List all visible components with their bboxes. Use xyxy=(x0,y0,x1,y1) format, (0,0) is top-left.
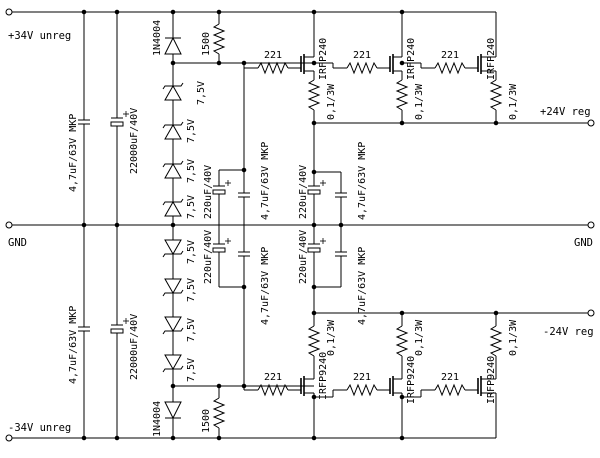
label-cap-film-mid-upper: 4,7uF/63V MKP xyxy=(260,142,271,220)
out-electrolytic-capacitor-lower: 220uF/40V xyxy=(298,225,326,287)
bias-resistor-upper: 1500 xyxy=(201,9,226,63)
label-zener-upper-1: 7,5V xyxy=(196,81,207,105)
bias-resistor-lower: 1500 xyxy=(201,386,226,441)
neg-stage-3: 0,1/3W 221 IRFP9240 xyxy=(399,310,519,438)
neg-stage-2: 0,1/3W 221 IRFP9240 xyxy=(311,310,425,441)
label-gnd-left: GND xyxy=(8,237,27,249)
label-cap-film-out-lower: 4,7uF/63V MKP xyxy=(357,247,368,325)
label-zener-lower-1: 7,5V xyxy=(186,240,197,264)
label-cap-elec-in-upper: 22000uF/40V xyxy=(129,108,140,174)
pos-stage-3: 221 IRFP240 0,1/3W xyxy=(399,12,519,126)
label-gnd-right: GND xyxy=(574,237,593,249)
label-source-resistor-6: 0,1/3W xyxy=(508,319,519,356)
zener-diode-lower-1: 7,5V xyxy=(162,239,197,264)
mid-electrolytic-capacitor-upper: 220uF/40V xyxy=(203,165,231,225)
label-neg-in: -34V unreg xyxy=(8,422,71,434)
label-cap-film-in-lower: 4,7uF/63V MKP xyxy=(68,306,79,384)
label-gate-resistor-5: 221 xyxy=(353,372,371,383)
zener-diode-upper-2: 7,5V xyxy=(162,119,197,143)
label-gate-resistor-6: 221 xyxy=(441,372,459,383)
terminal-gnd-left xyxy=(5,221,13,229)
label-pos-mosfet-3: IRFP240 xyxy=(486,38,497,80)
label-diode-lower: 1N4004 xyxy=(152,401,163,437)
label-bias-resistor-upper: 1500 xyxy=(201,32,212,56)
label-zener-lower-4: 7,5V xyxy=(186,358,197,382)
zener-diode-lower-2: 7,5V xyxy=(162,278,197,302)
label-pos-out: +24V reg xyxy=(540,106,591,118)
input-electrolytic-capacitor-upper: 22000uF/40V xyxy=(110,9,140,228)
label-bias-resistor-lower: 1500 xyxy=(201,409,212,433)
label-zener-lower-3: 7,5V xyxy=(186,318,197,342)
neg-stage-1: 0,1/3W 221 IRFP9240 xyxy=(243,313,337,441)
label-cap-elec-in-lower: 22000uF/40V xyxy=(129,314,140,380)
label-zener-lower-2: 7,5V xyxy=(186,278,197,302)
label-neg-mosfet-3: IRFP9240 xyxy=(486,356,497,404)
mid-electrolytic-capacitor-lower: 220uF/40V xyxy=(203,225,231,287)
zener-diode-lower-3: 7,5V xyxy=(162,316,197,342)
zener-diode-upper-1: 7,5V xyxy=(162,81,207,105)
mid-film-capacitor-lower: 4,7uF/63V MKP xyxy=(238,225,271,325)
terminal-neg-out xyxy=(587,309,595,317)
label-pos-mosfet-1: IRFP240 xyxy=(318,38,329,80)
label-zener-upper-3: 7,5V xyxy=(186,159,197,183)
label-source-resistor-5: 0,1/3W xyxy=(414,319,425,356)
label-cap-film-in-upper: 4,7uF/63V MKP xyxy=(68,114,79,192)
zener-diode-upper-4: 7,5V xyxy=(162,195,197,219)
out-electrolytic-capacitor-upper: 220uF/40V xyxy=(298,165,326,225)
label-neg-mosfet-2: IRFP9240 xyxy=(406,356,417,404)
label-neg-mosfet-1: IRFP9240 xyxy=(318,352,329,400)
zener-diode-upper-3: 7,5V xyxy=(162,159,197,183)
terminal-pos-in xyxy=(5,8,13,16)
label-cap-film-mid-lower: 4,7uF/63V MKP xyxy=(260,247,271,325)
out-film-capacitor-upper: 4,7uF/63V MKP xyxy=(335,142,368,225)
diode-lower: 1N4004 xyxy=(152,386,182,441)
label-pos-mosfet-2: IRFP240 xyxy=(406,38,417,80)
input-electrolytic-capacitor-lower: 22000uF/40V xyxy=(110,225,140,441)
label-cap-film-out-upper: 4,7uF/63V MKP xyxy=(357,142,368,220)
input-film-capacitor-lower: 4,7uF/63V MKP xyxy=(68,225,90,441)
terminal-neg-in xyxy=(5,434,13,442)
diode-upper: 1N4004 xyxy=(152,9,182,63)
label-gate-resistor-4: 221 xyxy=(264,372,282,383)
label-source-resistor-4: 0,1/3W xyxy=(326,319,337,356)
label-neg-out: -24V reg xyxy=(543,326,594,338)
terminal-gnd-right xyxy=(587,221,595,229)
label-gate-resistor-2: 221 xyxy=(353,50,371,61)
out-film-capacitor-lower: 4,7uF/63V MKP xyxy=(335,225,368,325)
label-cap-elec-mid-upper: 220uF/40V xyxy=(203,165,214,219)
pos-stage-1: 221 IRFP240 0,1/3W xyxy=(243,9,337,123)
zener-diode-lower-4: 7,5V xyxy=(162,354,197,382)
pos-stage-2: 221 IRFP240 0,1/3W xyxy=(311,9,425,126)
label-zener-upper-4: 7,5V xyxy=(186,195,197,219)
label-source-resistor-2: 0,1/3W xyxy=(414,83,425,120)
terminal-pos-out xyxy=(587,119,595,127)
label-cap-elec-out-lower: 220uF/40V xyxy=(298,230,309,284)
input-film-capacitor-upper: 4,7uF/63V MKP xyxy=(68,9,90,228)
label-gate-resistor-1: 221 xyxy=(264,50,282,61)
label-gate-resistor-3: 221 xyxy=(441,50,459,61)
label-zener-upper-2: 7,5V xyxy=(186,119,197,143)
label-cap-elec-out-upper: 220uF/40V xyxy=(298,165,309,219)
mid-film-capacitor-upper: 4,7uF/63V MKP xyxy=(238,142,271,225)
label-pos-in: +34V unreg xyxy=(8,30,71,42)
label-source-resistor-1: 0,1/3W xyxy=(326,83,337,120)
label-diode-upper: 1N4004 xyxy=(152,20,163,56)
label-cap-elec-mid-lower: 220uF/40V xyxy=(203,230,214,284)
label-source-resistor-3: 0,1/3W xyxy=(508,83,519,120)
